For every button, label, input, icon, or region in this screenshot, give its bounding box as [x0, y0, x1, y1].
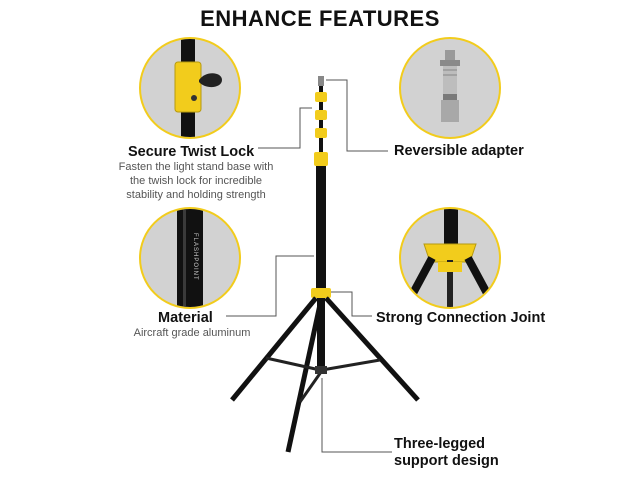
adapter-label: Reversible adapter [394, 143, 524, 159]
spigot-adapter-icon [399, 37, 501, 139]
brand-engraving: FLASHPOINT [192, 233, 198, 281]
light-stand-icon [230, 76, 420, 453]
twist-lock-description-line: Fasten the light stand base with [118, 161, 274, 173]
material-description: Aircraft grade aluminum [133, 327, 251, 339]
twist-lock-label: Secure Twist Lock [128, 144, 255, 160]
twist-lock-description-line: the twish lock for incredible [129, 175, 263, 187]
adapter-leader [326, 79, 388, 152]
joint-leader [330, 291, 372, 317]
legs-label: Three-legged support design [394, 436, 499, 470]
page-title: ENHANCE FEATURES [200, 6, 440, 31]
twist-lock-description-line: stability and holding strength [126, 189, 266, 201]
legs-label-line: support design [394, 453, 499, 469]
legs-label-line: Three-legged [394, 436, 486, 452]
joint-label: Strong Connection Joint [376, 310, 546, 326]
material-label: Material [158, 310, 213, 326]
leader-lines [226, 79, 392, 453]
legs-leader [321, 378, 392, 453]
twist-lock-closeup-icon [139, 37, 241, 139]
twist-lock-description: Fasten the light stand base with the twi… [98, 160, 294, 202]
leg-joint-icon [399, 207, 501, 309]
twist-lock-leader [258, 107, 312, 149]
aluminum-tube-icon: FLASHPOINT [139, 207, 241, 309]
material-leader [226, 255, 314, 317]
